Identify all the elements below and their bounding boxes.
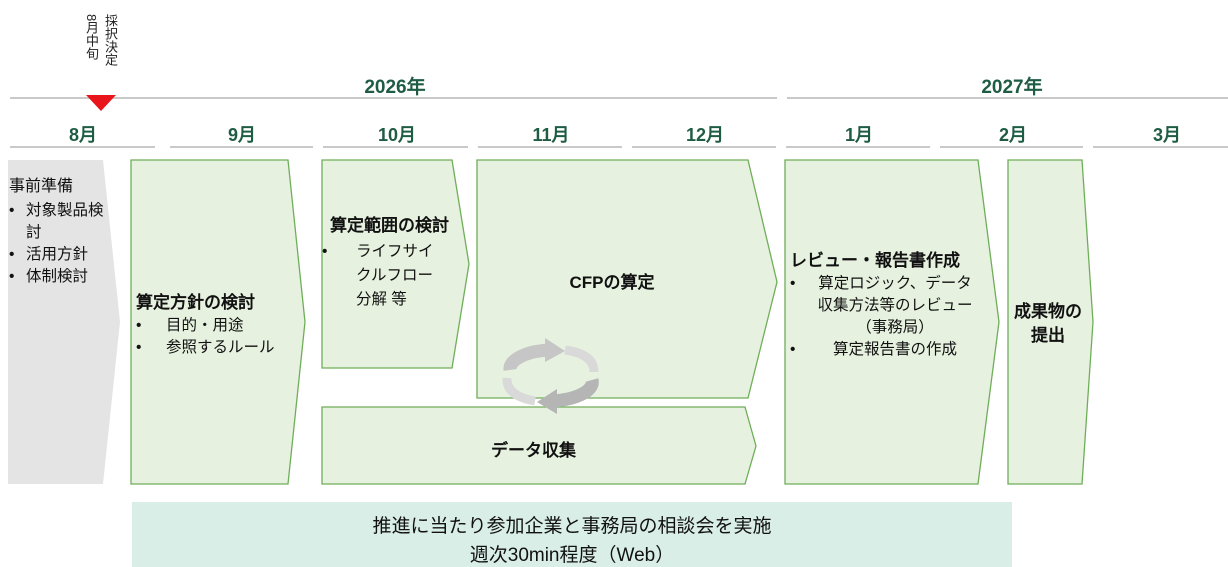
year-2026: 2026年 [364,77,426,98]
month-oct: 10月 [377,125,417,145]
phase-data-shape [321,406,757,485]
phase-prep: 事前準備 対象製品検討 活用方針 体制検討 [9,176,109,288]
phase-policy-list: 目的・用途 参照するルール [136,315,301,359]
list-item: 対象製品検討 [9,200,109,244]
phase-review-list: 算定ロジック、データ収集方法等のレビュー（事務局） 算定報告書の作成 [790,273,990,361]
phase-prep-list: 対象製品検討 活用方針 体制検討 [9,200,109,288]
month-feb: 2月 [998,125,1027,145]
triangle-marker-icon [86,95,116,111]
phase-cfp-title: CFPの算定 [569,273,655,292]
phase-scope-title: 算定範囲の検討 [330,216,449,235]
month-jan: 1月 [844,125,873,145]
list-item: 算定ロジック、データ収集方法等のレビュー（事務局） [790,273,990,339]
month-aug: 8月 [68,125,97,145]
consult-line2: 週次30min程度（Web） [469,545,675,566]
phase-scope: 算定範囲の検討 ライフサイクルフロー分解 等 [322,214,457,312]
month-nov: 11月 [532,125,570,145]
month-dec: 12月 [685,125,725,145]
phase-deliver-shape [1007,159,1094,485]
consult-box [132,502,1012,567]
phase-prep-title: 事前準備 [9,178,74,195]
adoption-label: 採択決定 [103,14,118,66]
month-sep: 9月 [227,125,256,145]
phase-data-title: データ収集 [491,441,576,460]
phase-policy: 算定方針の検討 目的・用途 参照するルール [136,288,301,359]
list-item: 算定報告書の作成 [790,339,990,361]
cycle-arrows-icon [502,338,599,414]
consult-line1: 推進に当たり参加企業と事務局の相談会を実施 [372,516,772,537]
phase-cfp-shape [476,159,778,399]
list-item: 目的・用途 [136,315,301,337]
list-item: 参照するルール [136,337,301,359]
phase-review-title: レビュー・報告書作成 [790,251,960,270]
year-2027: 2027年 [981,77,1043,98]
phase-review: レビュー・報告書作成 算定ロジック、データ収集方法等のレビュー（事務局） 算定報… [790,246,990,361]
phase-scope-list: ライフサイクルフロー分解 等 [322,240,457,312]
phase-deliver-title: 成果物の提出 [1014,302,1082,345]
list-item: 活用方針 [9,244,109,266]
list-item: 体制検討 [9,266,109,288]
list-item: ライフサイクルフロー分解 等 [322,240,457,312]
adoption-month: 8月中旬 [84,14,99,61]
phase-policy-title: 算定方針の検討 [136,293,255,312]
month-mar: 3月 [1152,125,1181,145]
